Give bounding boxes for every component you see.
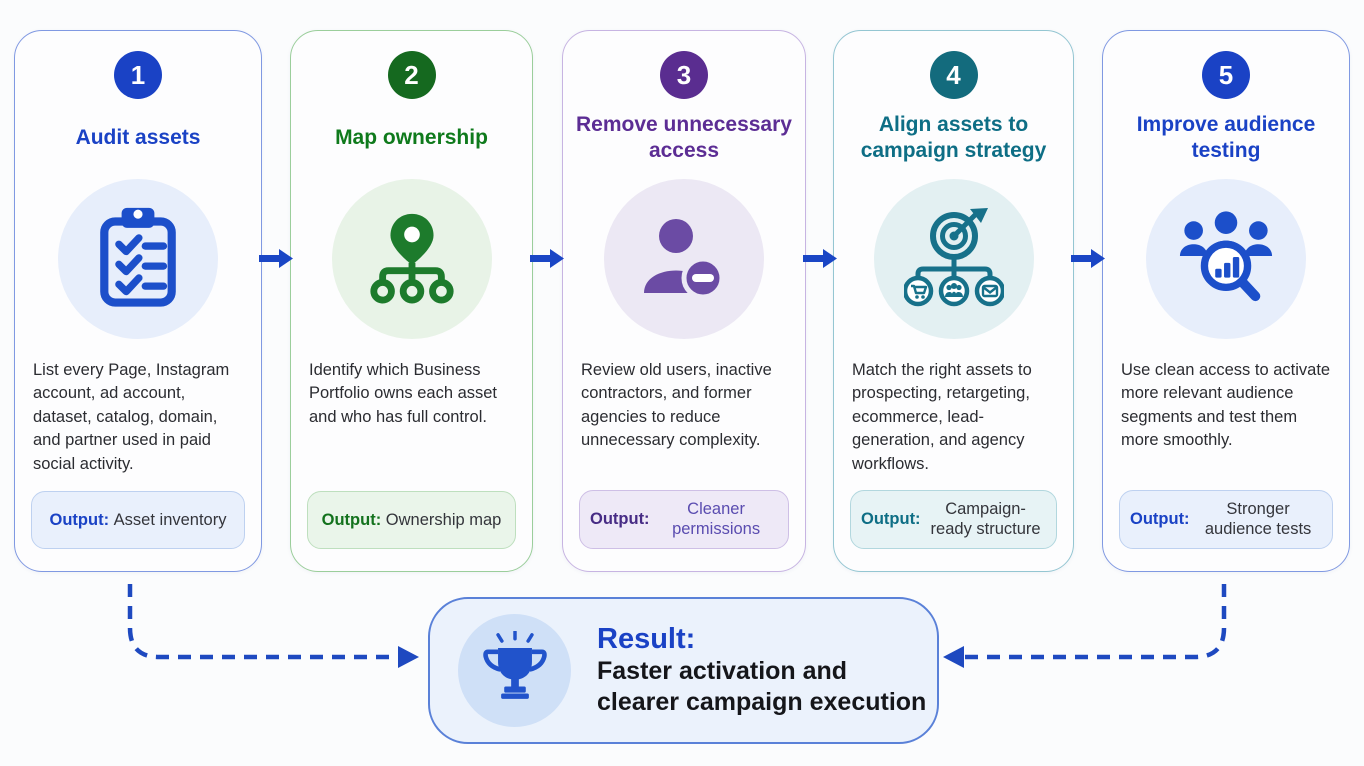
step-number-badge: 5 <box>1202 51 1250 99</box>
step-output-box: Output: Ownership map <box>307 491 516 549</box>
output-label: Output: <box>1130 510 1190 529</box>
location-pin-hierarchy-icon <box>365 210 459 309</box>
output-label: Output: <box>861 510 921 529</box>
output-label: Output: <box>49 510 110 529</box>
output-label: Output: <box>590 510 650 529</box>
output-value: Campaign-ready structure <box>930 499 1041 539</box>
step-description: List every Page, Instagram account, ad a… <box>33 361 230 473</box>
audience-magnifier-icon <box>1177 208 1275 311</box>
step-number-badge: 4 <box>929 51 978 99</box>
step-description: Review old users, inactive contractors, … <box>581 361 772 450</box>
result-box: Result: Faster activation and clearer ca… <box>428 597 939 744</box>
step-output-box: Output: Asset inventory <box>31 491 245 549</box>
step-number-badge: 2 <box>387 51 436 99</box>
step-card-audience-testing: 5 Improve audience testing Us <box>1102 30 1350 572</box>
output-value: Cleaner permissions <box>672 499 761 539</box>
step-card-align-assets: 4 Align assets to campaign strategy <box>833 30 1074 572</box>
step-card-map-ownership: 2 Map ownership Identify which Business … <box>290 30 533 572</box>
target-channels-icon <box>902 206 1005 313</box>
output-label: Output: <box>321 510 382 529</box>
step-output-box: Output: Campaign-ready structure <box>850 489 1057 549</box>
step-description: Use clean access to activate more releva… <box>1121 361 1331 450</box>
dashed-arrow-right <box>943 584 1227 668</box>
step-number-badge: 1 <box>114 51 162 99</box>
output-value: Ownership map <box>385 510 502 529</box>
result-line-2: clearer campaign execution <box>597 688 927 717</box>
step-title: Align assets to campaign strategy <box>860 113 1047 162</box>
dashed-arrow-left <box>127 584 419 668</box>
step-description: Identify which Business Portfolio owns e… <box>309 361 498 426</box>
step-title: Map ownership <box>335 126 488 150</box>
result-line-1: Faster activation and <box>597 657 848 686</box>
step-title: Remove unnecessary access <box>576 113 792 162</box>
step-output-box: Output: Stronger audience tests <box>1119 489 1333 549</box>
output-value: Stronger audience tests <box>1204 499 1312 539</box>
step-description: Match the right assets to prospecting, r… <box>852 361 1032 473</box>
step-title: Audit assets <box>75 126 201 150</box>
result-label: Result: <box>597 622 696 655</box>
step-number-badge: 3 <box>660 51 708 99</box>
trophy-icon <box>478 630 552 710</box>
clipboard-checklist-icon <box>94 206 182 313</box>
step-card-audit-assets: 1 Audit assets List every Page, Instagra… <box>14 30 262 572</box>
user-remove-icon <box>636 209 732 310</box>
step-card-remove-access: 3 Remove unnecessary access Review old u… <box>562 30 806 572</box>
step-output-box: Output: Cleaner permissions <box>579 489 789 549</box>
output-value: Asset inventory <box>113 510 227 529</box>
step-title: Improve audience testing <box>1136 113 1316 162</box>
